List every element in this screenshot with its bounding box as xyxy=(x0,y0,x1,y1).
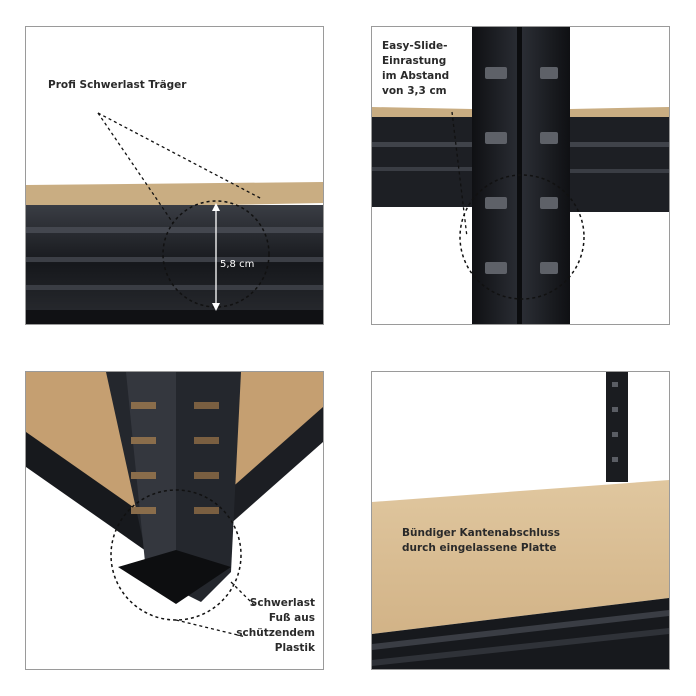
beam-measurement: 5,8 cm xyxy=(220,259,255,270)
detail-circle xyxy=(459,174,585,300)
detail-circle xyxy=(162,200,270,308)
beam-photo xyxy=(26,27,323,324)
panel-plastic-foot: Schwerlast Fuß aus schützendem Plastik xyxy=(25,371,324,670)
shelf-board xyxy=(26,182,323,209)
beam-caption: Profi Schwerlast Träger xyxy=(48,79,187,91)
right-beam xyxy=(570,117,669,212)
upright-caption: Easy-Slide- Einrastung im Abstand von 3,… xyxy=(382,40,450,97)
shelf-board xyxy=(372,480,669,634)
panel-flush-edge-shelf: Bündiger Kantenabschluss durch eingelass… xyxy=(371,371,670,670)
shelf-photo xyxy=(372,372,669,669)
panel-easy-slide-upright: Easy-Slide- Einrastung im Abstand von 3,… xyxy=(371,26,670,325)
upright-photo xyxy=(372,27,669,324)
foot-caption: Schwerlast Fuß aus schützendem Plastik xyxy=(236,597,315,654)
steel-beam xyxy=(26,205,323,324)
foot-photo xyxy=(26,372,323,669)
detail-circle xyxy=(110,489,242,621)
panel-heavy-duty-beam: Profi Schwerlast Träger 5,8 cm xyxy=(25,26,324,325)
left-beam xyxy=(372,117,472,207)
upright-post xyxy=(606,372,628,482)
shelf-caption: Bündiger Kantenabschluss durch eingelass… xyxy=(402,527,560,554)
edge-beam xyxy=(372,598,669,669)
plastic-foot xyxy=(118,550,231,604)
